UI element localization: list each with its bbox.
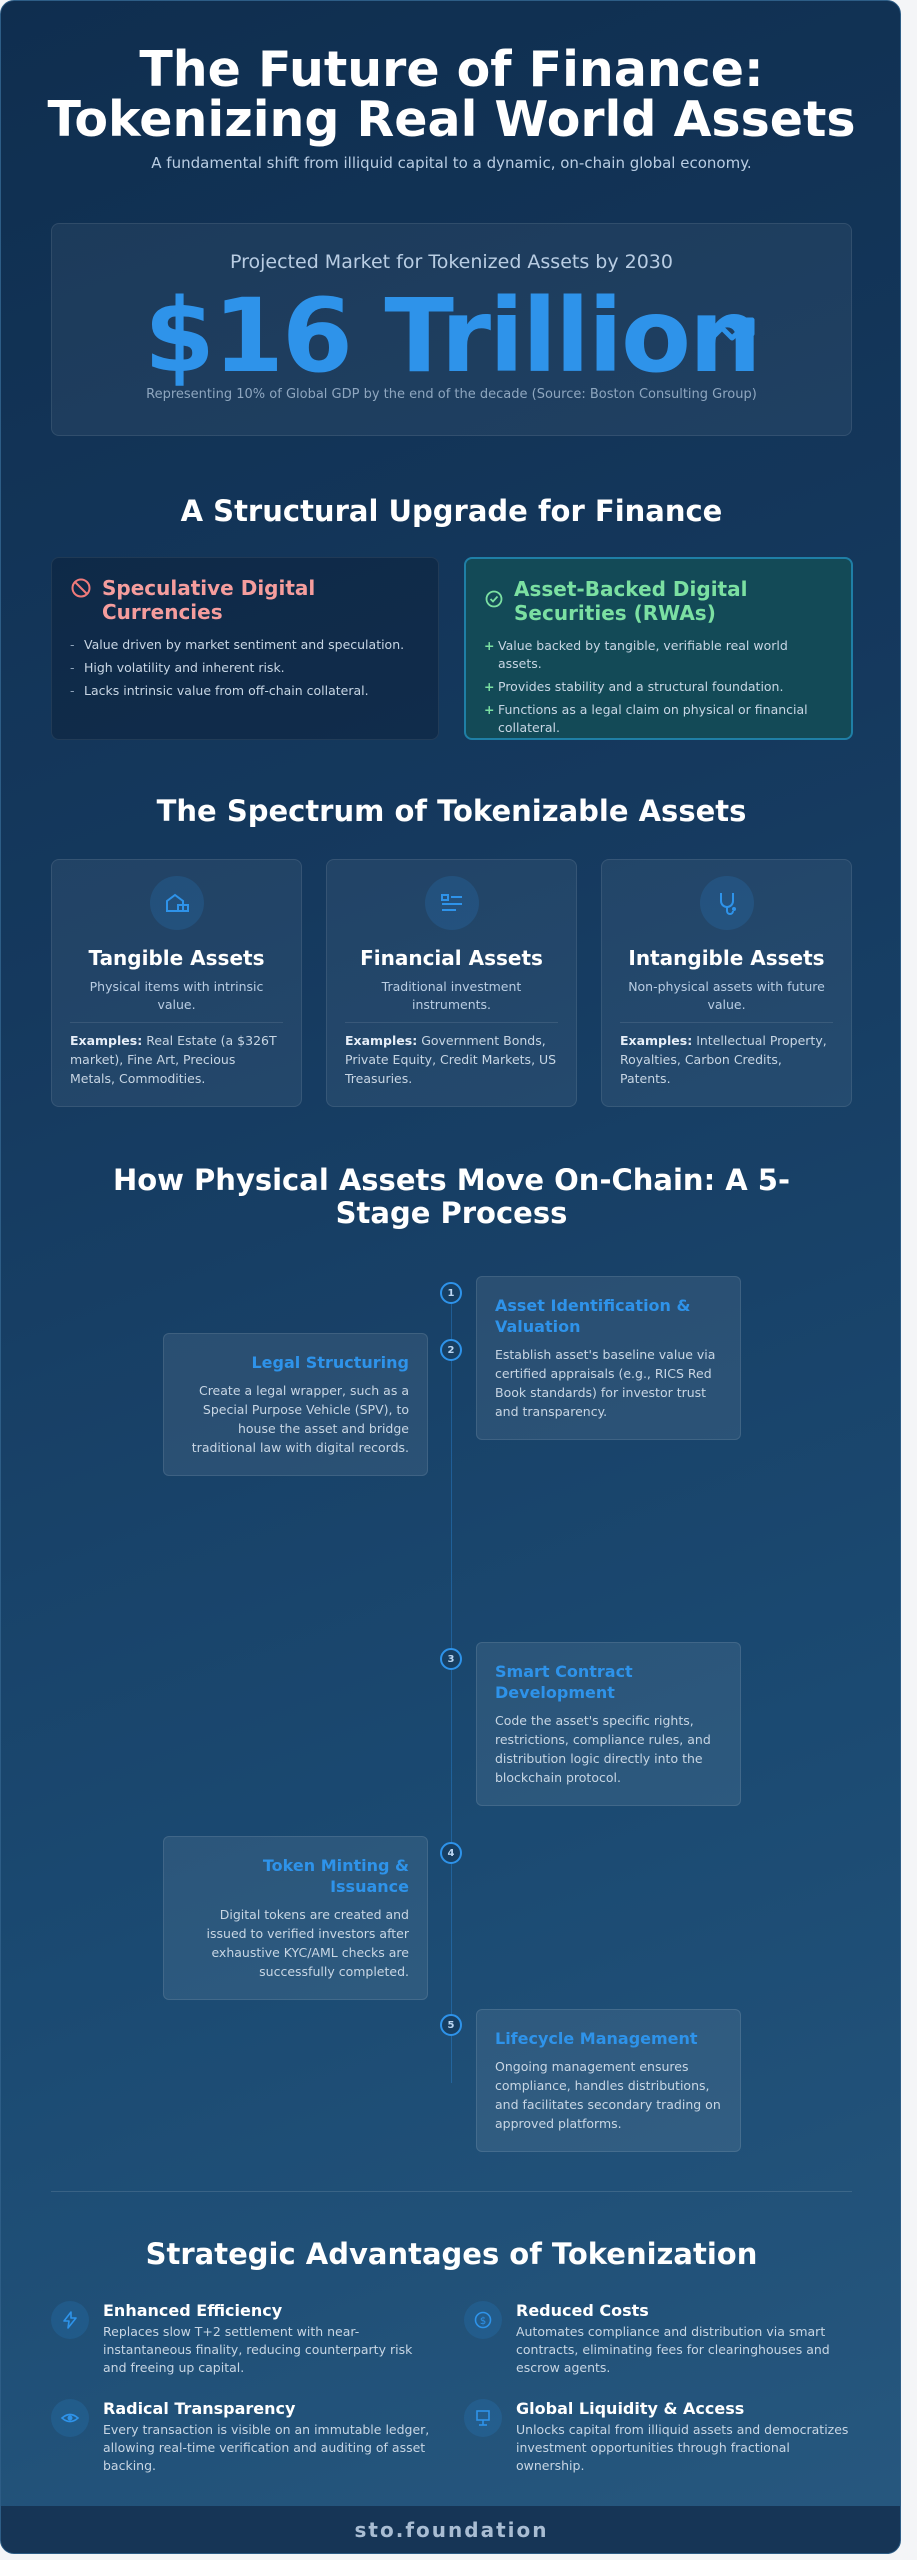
advantage-title: Reduced Costs: [516, 2301, 649, 2320]
process-step-1: Asset Identification & Valuation Establi…: [476, 1276, 741, 1440]
asset-card-examples: Examples: Government Bonds, Private Equi…: [345, 1033, 557, 1086]
step-number: 2: [440, 1339, 462, 1361]
advantage-efficiency: Enhanced Efficiency Replaces slow T+2 se…: [51, 2301, 436, 2377]
step-number: 5: [440, 2014, 462, 2036]
projection-label: Projected Market for Tokenized Assets by…: [230, 251, 673, 273]
step-desc: Establish asset's baseline value via cer…: [495, 1347, 716, 1419]
projection-value: $16 Trillion: [144, 277, 762, 396]
advantage-title: Radical Transparency: [103, 2399, 296, 2418]
step-desc: Ongoing management ensures compliance, h…: [495, 2059, 721, 2131]
step-desc: Digital tokens are created and issued to…: [206, 1907, 409, 1979]
list-item: +Value backed by tangible, verifiable re…: [484, 638, 788, 671]
process-step-5: Lifecycle Management Ongoing management …: [476, 2009, 741, 2152]
timeline-line: [451, 1293, 452, 2083]
market-projection-card: Projected Market for Tokenized Assets by…: [51, 223, 852, 436]
step-title: Asset Identification & Valuation: [495, 1296, 691, 1336]
list-item: -High volatility and inherent risk.: [70, 660, 285, 675]
lightning-icon: [63, 2311, 77, 2329]
advantage-liquidity: Global Liquidity & Access Unlocks capita…: [464, 2399, 849, 2475]
advantage-title: Global Liquidity & Access: [516, 2399, 745, 2418]
list-item: -Lacks intrinsic value from off-chain co…: [70, 683, 369, 698]
projection-source: Representing 10% of Global GDP by the en…: [146, 387, 757, 402]
advantage-desc: Unlocks capital from illiquid assets and…: [516, 2422, 849, 2473]
advantages-section-title: Strategic Advantages of Tokenization: [145, 2237, 758, 2271]
dollar-icon: $: [474, 2311, 492, 2329]
advantage-costs: $ Reduced Costs Automates compliance and…: [464, 2301, 849, 2377]
list-item: +Provides stability and a structural fou…: [484, 679, 784, 694]
asset-card-title: Tangible Assets: [88, 946, 265, 970]
step-desc: Code the asset's specific rights, restri…: [495, 1713, 711, 1785]
step-title: Smart Contract Development: [495, 1662, 633, 1702]
title-line-1: The Future of Finance:: [139, 41, 764, 98]
globe-icon: [476, 2410, 490, 2426]
step-title: Lifecycle Management: [495, 2029, 698, 2048]
step-title: Token Minting & Issuance: [262, 1856, 409, 1896]
step-number: 4: [440, 1842, 462, 1864]
asset-card-desc: Traditional investment instruments.: [381, 979, 522, 1012]
asset-card-desc: Non-physical assets with future value.: [628, 979, 825, 1012]
step-number: 3: [440, 1648, 462, 1670]
title-line-2: Tokenizing Real World Assets: [47, 91, 856, 148]
ban-icon: [71, 578, 91, 598]
asset-card-intangible: Intangible Assets Non-physical assets wi…: [601, 859, 852, 1107]
real-estate-icon: [165, 893, 189, 912]
trending-up-icon: [703, 317, 755, 347]
intellectual-property-icon: [719, 893, 736, 915]
process-step-2: Legal Structuring Create a legal wrapper…: [163, 1333, 428, 1476]
step-number: 1: [440, 1282, 462, 1304]
speculative-currencies-card: Speculative Digital Currencies -Value dr…: [51, 557, 439, 740]
process-section-title: How Physical Assets Move On-Chain: A 5-S…: [112, 1163, 791, 1230]
asset-card-title: Financial Assets: [360, 946, 543, 970]
advantage-desc: Replaces slow T+2 settlement with near-i…: [103, 2324, 413, 2375]
footer-brand: sto.foundation: [1, 2506, 900, 2553]
section-divider: [51, 2191, 852, 2192]
asset-backed-securities-card: Asset-Backed Digital Securities (RWAs) +…: [464, 557, 853, 740]
advantage-transparency: Radical Transparency Every transaction i…: [51, 2399, 436, 2475]
eye-icon: [60, 2413, 80, 2423]
page-subtitle: A fundamental shift from illiquid capita…: [151, 154, 752, 172]
asset-card-examples: Examples: Real Estate (a $326T market), …: [70, 1033, 277, 1086]
advantage-desc: Every transaction is visible on an immut…: [103, 2422, 430, 2473]
asset-card-desc: Physical items with intrinsic value.: [89, 979, 264, 1012]
list-item: -Value driven by market sentiment and sp…: [70, 637, 405, 652]
asset-card-tangible: Tangible Assets Physical items with intr…: [51, 859, 302, 1107]
check-circle-icon: [485, 590, 503, 608]
asset-card-examples: Examples: Intellectual Property, Royalti…: [620, 1033, 827, 1086]
asset-card-financial: Financial Assets Traditional investment …: [326, 859, 577, 1107]
spectrum-section-title: The Spectrum of Tokenizable Assets: [156, 794, 747, 828]
asset-backed-heading: Asset-Backed Digital Securities (RWAs): [514, 577, 748, 625]
process-step-4: Token Minting & Issuance Digital tokens …: [163, 1836, 428, 2000]
advantage-title: Enhanced Efficiency: [103, 2301, 283, 2320]
svg-text:$: $: [480, 2316, 486, 2327]
advantage-desc: Automates compliance and distribution vi…: [516, 2324, 830, 2375]
step-title: Legal Structuring: [251, 1353, 409, 1372]
list-item: +Functions as a legal claim on physical …: [484, 702, 808, 735]
upgrade-section-title: A Structural Upgrade for Finance: [180, 494, 723, 528]
speculative-heading: Speculative Digital Currencies: [102, 576, 316, 624]
step-desc: Create a legal wrapper, such as a Specia…: [191, 1383, 409, 1455]
asset-card-title: Intangible Assets: [628, 946, 825, 970]
process-step-3: Smart Contract Development Code the asse…: [476, 1642, 741, 1806]
page-title: The Future of Finance: Tokenizing Real W…: [1, 41, 900, 148]
finance-icon: [440, 894, 462, 911]
